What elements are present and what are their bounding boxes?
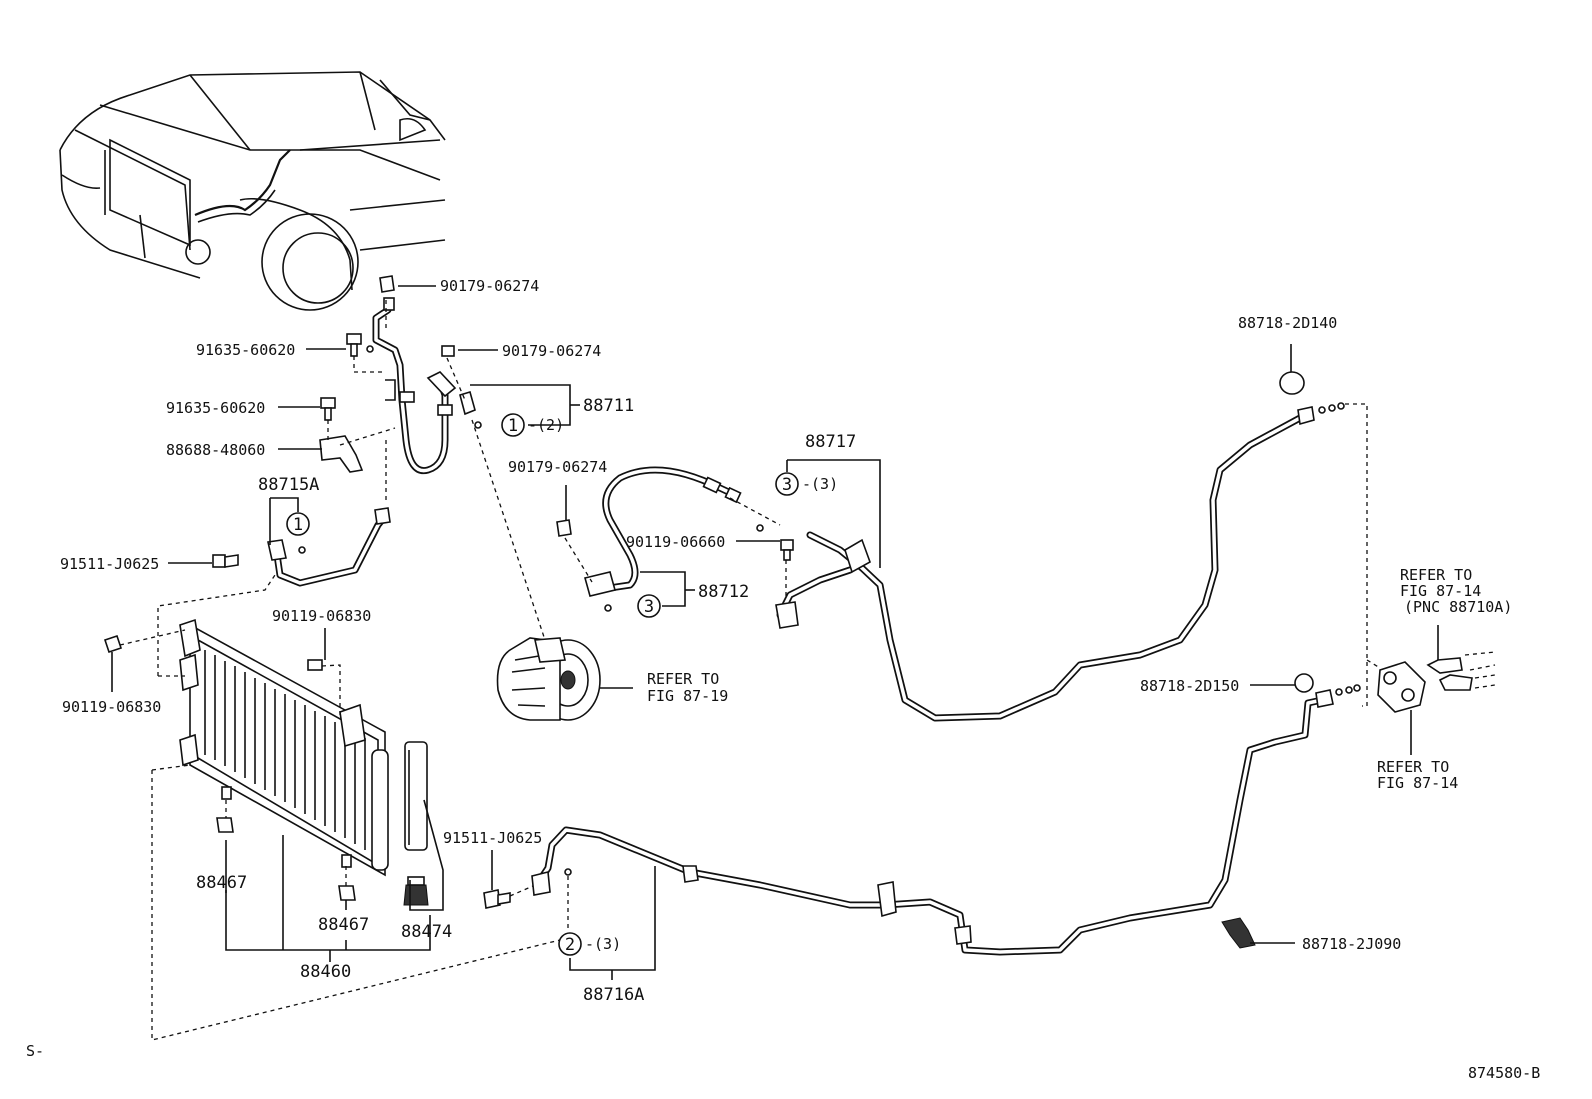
part-label-88711: 88711 [583,396,634,416]
part-label-88718-2D140: 88718-2D140 [1238,314,1337,332]
receiver-desiccant [403,741,429,906]
corner-marker: S- [26,1042,44,1060]
figure-id: 874580-B [1468,1064,1540,1082]
part-label-88688-48060: 88688-48060 [166,441,265,459]
compressor [496,637,601,721]
part-label-90119-06830-a: 90119-06830 [272,607,371,625]
part-label-90119-06660: 90119-06660 [626,533,725,551]
reference-notes: REFER TO FIG 87-19 REFER TO FIG 87-14 (P… [647,566,1512,792]
callout-3-88712: 3 [637,594,661,618]
fasteners [103,275,1361,949]
callout-3-quantity: -(3) [802,475,838,493]
callout-1-88711: 1 -(2) [501,413,564,437]
ref-valve-line1: REFER TO [1400,566,1472,584]
part-label-88712: 88712 [698,582,749,602]
callout-1-88715A: 1 [286,512,310,536]
part-label-88718-2D150: 88718-2D150 [1140,677,1239,695]
vehicle-outline-illustration [59,71,446,311]
callout-1-number: 1 [508,416,518,436]
part-label-90179-06274-top: 90179-06274 [440,277,539,295]
part-label-88467-a: 88467 [196,873,247,893]
part-label-88716A: 88716A [583,985,644,1005]
callout-3b-number: 3 [644,597,654,617]
liquid-tube-88715A [267,507,391,587]
liquid-tube-88716A [531,689,1334,956]
part-label-91635-60620-a: 91635-60620 [196,341,295,359]
callout-1b-number: 1 [293,515,303,535]
part-label-90179-06274-c: 90179-06274 [508,458,607,476]
ref-valve-line3: (PNC 88710A) [1404,598,1512,616]
ref-unit-line1: REFER TO [1377,758,1449,776]
part-label-88474: 88474 [401,922,452,942]
expansion-valve-unit [1377,651,1496,713]
part-label-88460: 88460 [300,962,351,982]
callout-2-88716A: 2 -(3) [558,932,621,956]
part-label-88467-b: 88467 [318,915,369,935]
part-labels: 90179-06274 91635-60620 90179-06274 9163… [60,277,1401,1005]
callout-3-88717: 3 -(3) [775,472,838,496]
part-label-91635-60620-b: 91635-60620 [166,399,265,417]
dashed-guides [119,300,1381,1041]
part-label-88715A: 88715A [258,475,319,495]
callout-2-number: 2 [565,935,575,955]
discharge-hose-88711 [372,297,476,475]
ref-unit-line2: FIG 87-14 [1377,774,1458,792]
part-label-88717: 88717 [805,432,856,452]
callout-2-quantity: -(3) [585,935,621,953]
leader-lines [111,285,1439,980]
callout-1-quantity: -(2) [528,416,564,434]
part-label-90179-06274-b: 90179-06274 [502,342,601,360]
suction-tube-88717 [775,406,1315,722]
part-label-88718-2J090: 88718-2J090 [1302,935,1401,953]
ref-compressor-line1: REFER TO [647,670,719,688]
part-label-90119-06830-b: 90119-06830 [62,698,161,716]
ref-valve-line2: FIG 87-14 [1400,582,1481,600]
part-label-91511-J0625-b: 91511-J0625 [443,829,542,847]
part-label-91511-J0625-a: 91511-J0625 [60,555,159,573]
ref-compressor-line2: FIG 87-19 [647,687,728,705]
callout-3-number: 3 [782,475,792,495]
condenser-88460 [179,618,389,877]
suction-hose-88712 [584,466,742,597]
